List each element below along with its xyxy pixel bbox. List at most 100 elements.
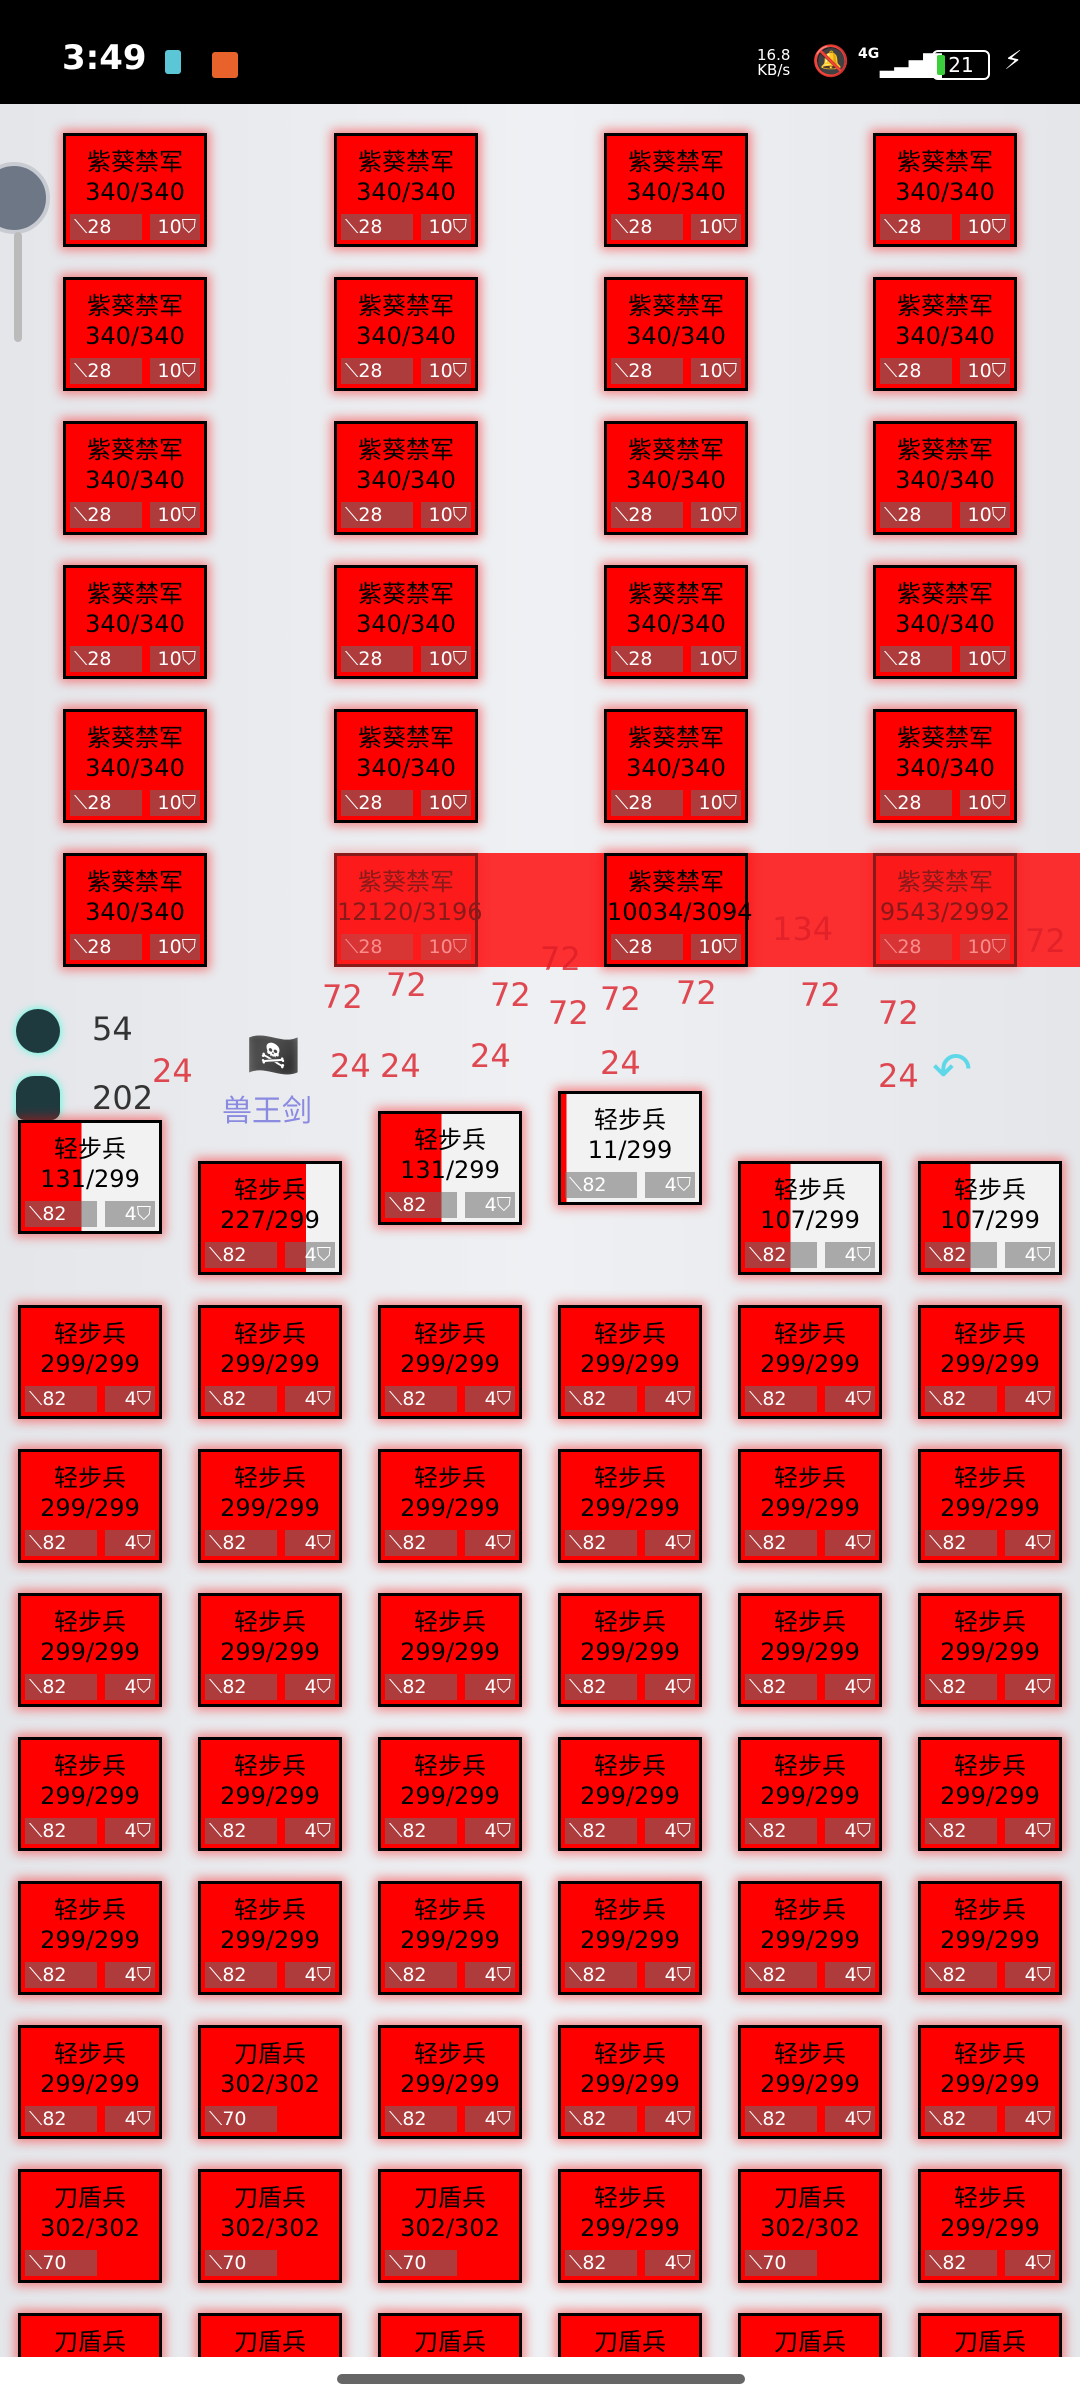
assistant-float-button[interactable] bbox=[0, 162, 50, 234]
unit-card[interactable]: 刀盾兵 bbox=[558, 2313, 702, 2357]
unit-name: 轻步兵 bbox=[414, 1126, 486, 1154]
attack-stat: ⟍28 bbox=[341, 934, 413, 960]
unit-card[interactable]: 刀盾兵 bbox=[918, 2313, 1062, 2357]
defense-stat: 10⛉ bbox=[421, 790, 471, 816]
unit-name: 轻步兵 bbox=[774, 1464, 846, 1492]
side-scrollbar[interactable] bbox=[14, 232, 22, 342]
unit-name: 轻步兵 bbox=[594, 1608, 666, 1636]
unit-card[interactable]: 刀盾兵 bbox=[738, 2313, 882, 2357]
defense-stat: 4⛉ bbox=[285, 1242, 335, 1268]
unit-card[interactable]: 刀盾兵 bbox=[198, 2313, 342, 2357]
attack-value: 82 bbox=[762, 1676, 787, 1698]
return-arrow-icon[interactable]: ↶ bbox=[932, 1042, 973, 1098]
attack-stat: ⟍82 bbox=[925, 1818, 997, 1844]
recorder-icon bbox=[212, 52, 238, 78]
damage-number: 24 bbox=[878, 1057, 919, 1095]
damage-number: 72 bbox=[548, 994, 589, 1032]
defense-value: 10 bbox=[967, 504, 992, 526]
defense-stat: 4⛉ bbox=[285, 1674, 335, 1700]
attack-value: 82 bbox=[222, 1532, 247, 1554]
soldier-count: 202 bbox=[92, 1079, 154, 1117]
unit-card[interactable]: 刀盾兵 bbox=[378, 2313, 522, 2357]
unit-card[interactable]: 刀盾兵 bbox=[18, 2313, 162, 2357]
skull-flag-icon[interactable]: 🏴‍☠️ bbox=[246, 1030, 301, 1081]
home-indicator[interactable] bbox=[337, 2374, 745, 2384]
unit-hp: 299/299 bbox=[760, 1350, 860, 1378]
sword-icon: ⟍ bbox=[29, 1532, 43, 1554]
